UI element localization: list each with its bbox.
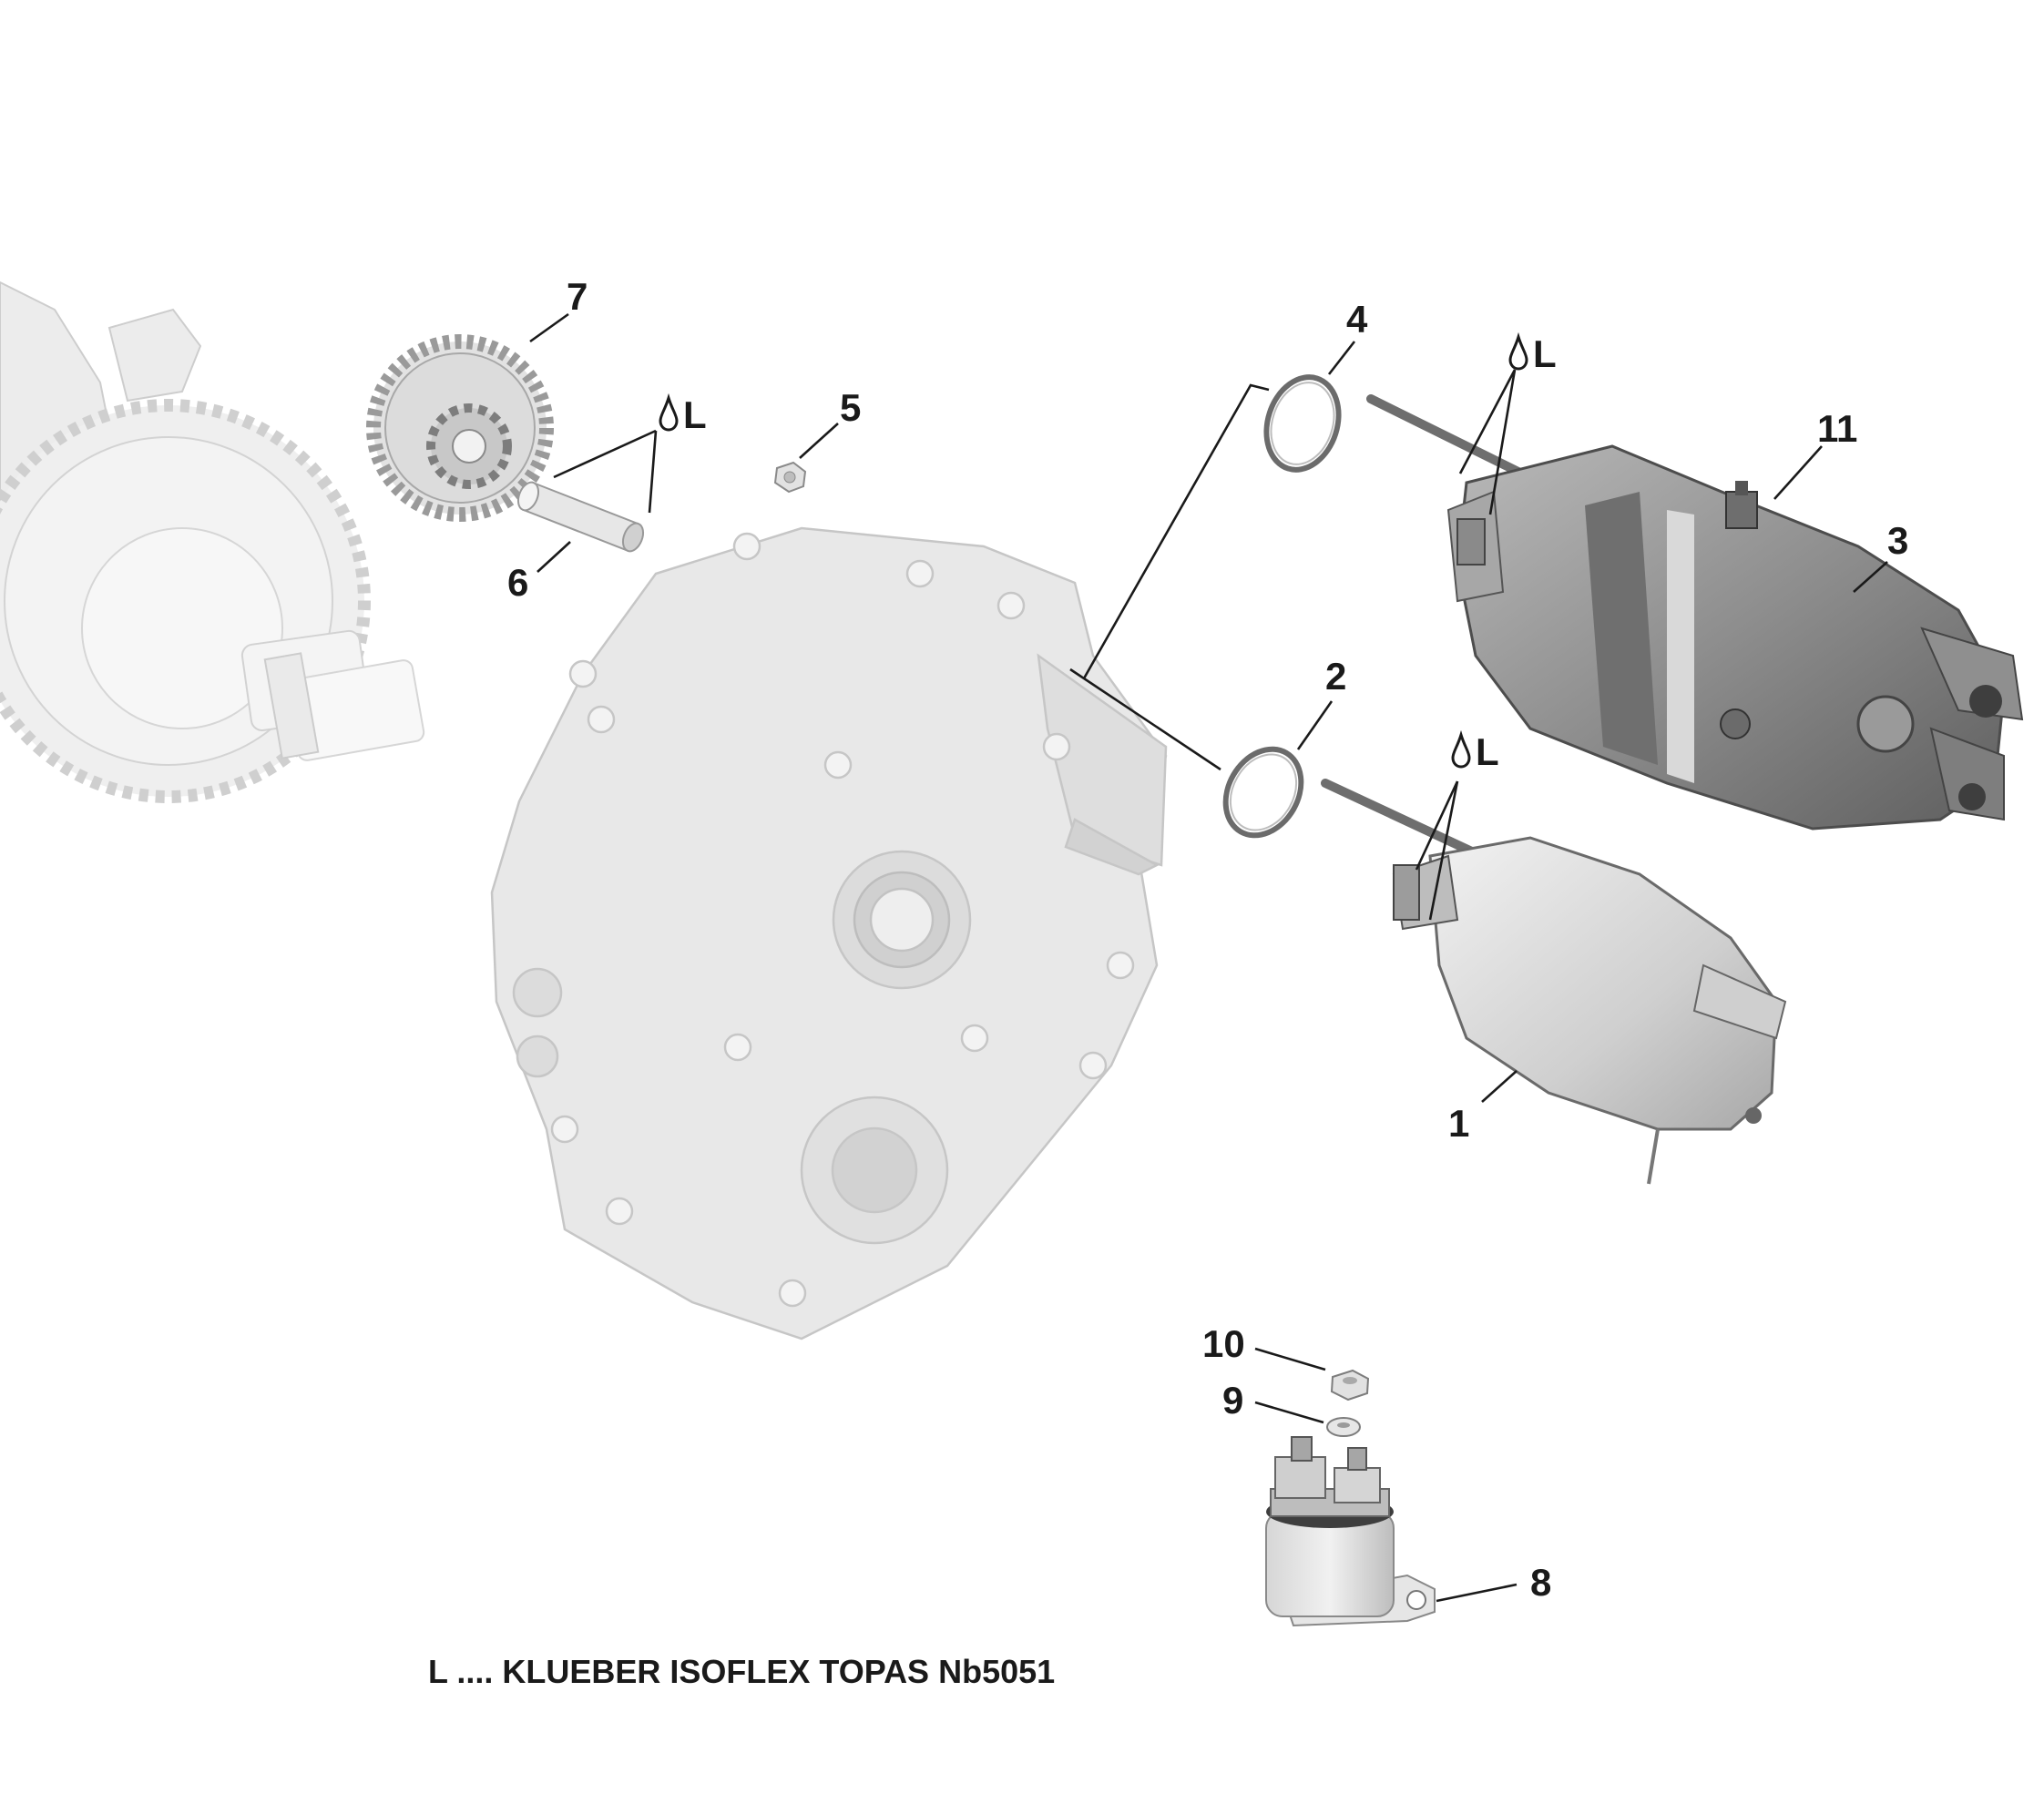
oil-drop-icon bbox=[1508, 331, 1528, 371]
leader-3-lube-b bbox=[1488, 369, 1517, 515]
leader-3 bbox=[1853, 561, 1888, 593]
leader-lines bbox=[529, 312, 1888, 1603]
o-ring-2 bbox=[1222, 746, 1304, 839]
leader-10 bbox=[1254, 1347, 1326, 1371]
lube-symbol-6: L bbox=[659, 392, 707, 436]
svg-text:L: L bbox=[683, 393, 707, 436]
leader-1-lube-a bbox=[1415, 780, 1459, 871]
callout-5: 5 bbox=[840, 386, 861, 429]
leader-5 bbox=[799, 423, 839, 459]
leader-1-lube-b bbox=[1428, 780, 1459, 921]
leader-2-bracket bbox=[1069, 668, 1221, 771]
nut-10 bbox=[1330, 1369, 1370, 1401]
callout-3: 3 bbox=[1887, 519, 1908, 562]
callout-10: 10 bbox=[1202, 1322, 1245, 1365]
leader-4-bracket bbox=[1082, 383, 1270, 679]
svg-text:L: L bbox=[1476, 730, 1499, 773]
leader-1 bbox=[1481, 1070, 1518, 1103]
o-ring-4 bbox=[1263, 374, 1342, 473]
callouts: 7 5 6 4 2 11 3 1 10 9 8 bbox=[507, 275, 1908, 1604]
nut-5 bbox=[773, 461, 807, 494]
callout-4: 4 bbox=[1346, 298, 1368, 341]
oil-drop-icon bbox=[659, 392, 679, 432]
leader-3-lube-a bbox=[1458, 369, 1517, 474]
callout-2: 2 bbox=[1325, 655, 1346, 698]
engine-cover-ghost bbox=[490, 526, 1168, 1340]
lube-symbol-1: L bbox=[1451, 729, 1499, 773]
callout-1: 1 bbox=[1448, 1102, 1469, 1145]
leader-8 bbox=[1436, 1583, 1518, 1603]
leader-2 bbox=[1296, 700, 1334, 750]
leader-11 bbox=[1773, 445, 1823, 500]
terminal-nut-11 bbox=[1725, 481, 1758, 529]
pin-6 bbox=[516, 481, 645, 553]
starter-motor-1 bbox=[1321, 779, 1787, 1185]
washer-9 bbox=[1326, 1417, 1361, 1437]
oil-drop-icon bbox=[1451, 729, 1471, 769]
crankshaft-ghost bbox=[0, 280, 425, 803]
callout-6: 6 bbox=[507, 561, 528, 604]
leader-4 bbox=[1327, 341, 1356, 375]
leader-9 bbox=[1254, 1401, 1324, 1424]
leader-6-lube-b bbox=[648, 430, 658, 514]
callout-7: 7 bbox=[567, 275, 588, 318]
leader-7 bbox=[529, 312, 569, 343]
leader-6-lube-a bbox=[553, 429, 657, 479]
solenoid-8 bbox=[1265, 1436, 1436, 1627]
callout-9: 9 bbox=[1222, 1379, 1243, 1422]
leader-6 bbox=[537, 541, 571, 573]
lube-symbol-3: L bbox=[1508, 331, 1557, 375]
svg-text:L: L bbox=[1533, 332, 1557, 375]
callout-11: 11 bbox=[1817, 407, 1857, 450]
starter-motor-3 bbox=[1366, 394, 2024, 831]
callout-8: 8 bbox=[1530, 1561, 1551, 1604]
gear-7 bbox=[366, 334, 554, 522]
lubricant-legend: L .... KLUEBER ISOFLEX TOPAS Nb5051 bbox=[428, 1653, 1055, 1690]
